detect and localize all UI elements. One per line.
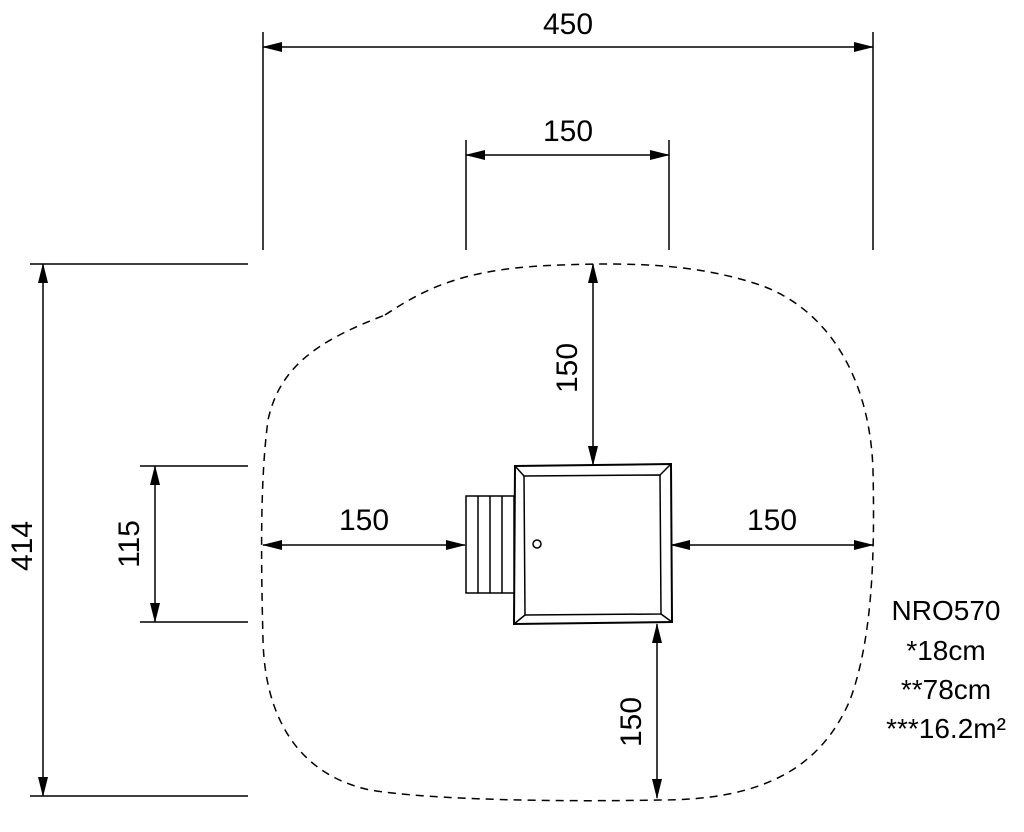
left-clearance-label: 150 <box>339 504 389 537</box>
overall-height-label: 414 <box>6 521 39 571</box>
dimension-overall-width: 450 <box>262 8 874 250</box>
overall-width-label: 450 <box>543 8 593 41</box>
dimension-right-clearance: 150 <box>670 504 874 550</box>
note-line-3: ***16.2m² <box>886 713 1006 744</box>
model-code: NRO570 <box>892 595 1001 626</box>
left-height-label: 115 <box>113 520 146 568</box>
dimension-left-clearance: 150 <box>262 504 466 550</box>
dimension-bottom-clearance: 150 <box>615 623 662 799</box>
bottom-clearance-label: 150 <box>615 697 648 747</box>
top-inner-width-label: 150 <box>543 115 593 148</box>
playhouse <box>512 462 674 626</box>
safety-zone-outline <box>260 263 875 802</box>
dimension-top-inner-width: 150 <box>465 115 670 250</box>
dimension-overall-height: 414 <box>6 263 248 797</box>
dimension-top-clearance: 150 <box>551 263 598 466</box>
top-clearance-label: 150 <box>551 343 584 393</box>
door-knob-icon <box>532 539 542 549</box>
right-clearance-label: 150 <box>747 504 797 537</box>
note-line-2: **78cm <box>901 674 991 705</box>
spec-notes: NRO570 *18cm **78cm ***16.2m² <box>886 595 1006 744</box>
dimension-left-height: 115 <box>113 465 248 623</box>
steps <box>465 495 515 594</box>
note-line-1: *18cm <box>906 635 985 666</box>
